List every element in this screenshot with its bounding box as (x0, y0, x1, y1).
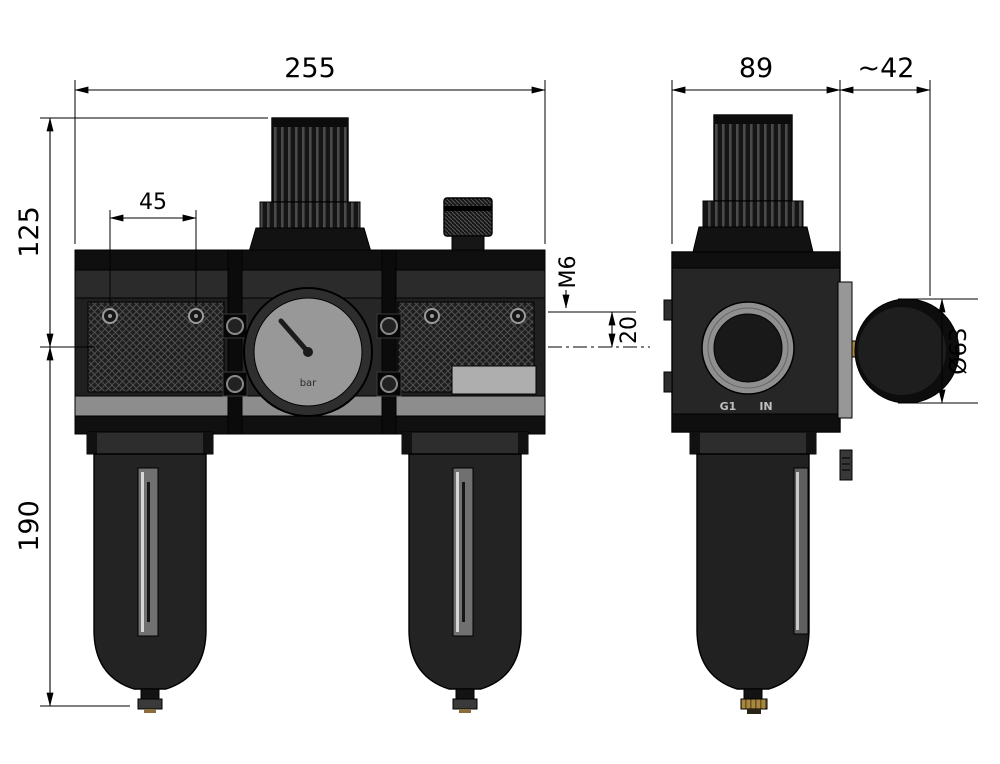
dim-label-thread: M6 (556, 256, 581, 289)
mounting-lug (663, 299, 673, 321)
gauge-bracket (837, 281, 853, 419)
lubricator-bowl (401, 431, 529, 713)
regulator-bolts (222, 313, 402, 397)
pressure-gauge: bar (243, 287, 373, 417)
filter-bowl (86, 431, 214, 713)
dimensions: 255 89 ~42 125 190 45 M6 20 Ø63 (14, 53, 978, 707)
dim-label-gauge-protrusion: ~42 (858, 53, 915, 84)
regulator-knob-side (692, 114, 814, 253)
bowl-side (689, 431, 853, 714)
gauge-needle (278, 318, 311, 355)
drain-valve (137, 688, 163, 713)
drain-valve (452, 688, 478, 713)
extension-lines (40, 80, 978, 707)
module-joint-left (227, 249, 243, 435)
gauge-hub (303, 347, 313, 357)
dim-label-thread-offset: 20 (617, 316, 642, 344)
dim-label-overall-width: 255 (284, 53, 336, 84)
module-joint-right (381, 249, 397, 435)
lubricator-sight-block (451, 365, 537, 395)
dim-label-height-below-axis: 190 (14, 500, 45, 552)
body-side: G1 IN (663, 251, 853, 433)
port-label-in: IN (759, 400, 772, 413)
dim-label-height-above-axis: 125 (14, 206, 45, 258)
gauge-unit-label: bar (300, 378, 317, 389)
dim-label-hole-spacing: 45 (139, 190, 167, 215)
port-label-g1: G1 (720, 400, 737, 413)
dim-label-body-width: 89 (739, 53, 773, 84)
mounting-lug (663, 371, 673, 393)
drain-valve (740, 688, 768, 714)
oil-fill-knob (443, 197, 493, 251)
dim-label-gauge-diameter: Ø63 (946, 327, 972, 374)
side-view: G1 IN (663, 114, 960, 714)
inlet-port (701, 301, 795, 395)
front-view: bar (74, 117, 546, 713)
gauge-side (851, 298, 960, 404)
regulator-knob (248, 117, 372, 253)
face-screws (102, 308, 526, 324)
bowl-latch (839, 449, 853, 481)
